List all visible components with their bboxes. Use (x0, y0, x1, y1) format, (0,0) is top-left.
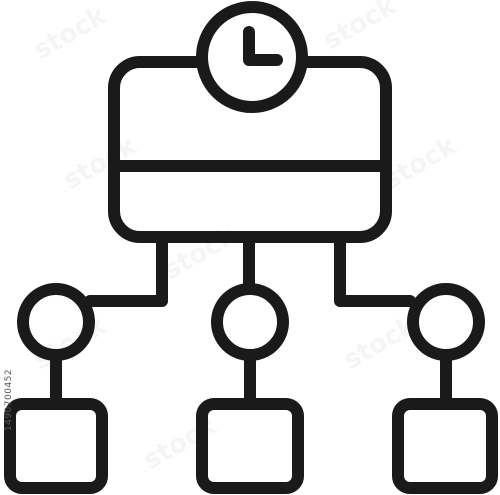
watermark-text: stock (159, 220, 243, 286)
leaf-box-center (196, 398, 304, 494)
leaf-box-left (4, 398, 108, 494)
connector-right (334, 233, 416, 307)
connector-left (84, 233, 168, 307)
node-circle-center (211, 283, 289, 361)
watermark-id: 1490700452 (4, 368, 15, 432)
node-circle-right (407, 283, 485, 361)
watermark-text: stock (29, 310, 113, 376)
watermark-text: stock (29, 0, 113, 66)
icon-strokes (4, 1, 498, 494)
watermark-text: stock (319, 0, 403, 56)
clock-hands (243, 26, 283, 66)
watermark-text: stock (139, 410, 223, 476)
leaf-box-right (392, 398, 498, 494)
